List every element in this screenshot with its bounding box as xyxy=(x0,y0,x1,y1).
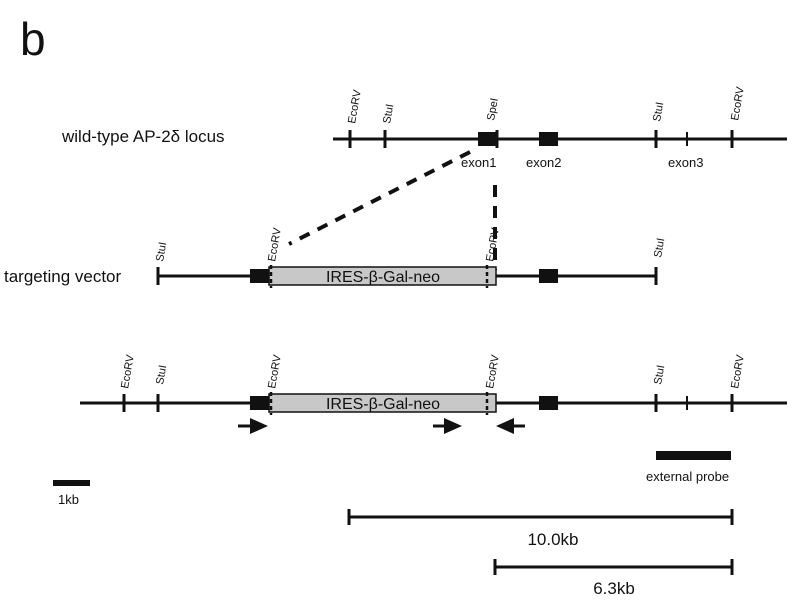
tv-stui-2-label: StuI xyxy=(652,237,667,258)
wt-stui-2-label: StuI xyxy=(651,101,666,122)
ta-cassette-label: IRES-β-Gal-neo xyxy=(326,396,440,413)
tv-cassette-box xyxy=(268,266,497,286)
primer-arrow-forward-2 xyxy=(433,418,462,434)
exon1-label: exon1 xyxy=(461,155,496,170)
primer-arrow-reverse xyxy=(496,418,525,434)
scale-bar xyxy=(53,480,90,486)
primer-arrows xyxy=(238,418,525,434)
ta-cassette-box xyxy=(268,393,497,413)
exon3-label: exon3 xyxy=(668,155,703,170)
homology-dash-left xyxy=(288,150,471,246)
fragment-10kb: 10.0kb xyxy=(347,509,734,549)
wt-spei-label: SpeI xyxy=(485,97,501,121)
wild-type-label: wild-type AP-2δ locus xyxy=(61,127,225,146)
panel-letter: b xyxy=(20,13,46,65)
external-probe-bar xyxy=(656,451,731,460)
wt-exon1-box xyxy=(478,132,496,146)
ta-stui-2-label: StuI xyxy=(652,364,667,385)
ta-exon1-fragment xyxy=(250,396,269,410)
targeting-vector: targeting vector IRES-β-Gal-neo StuI Eco… xyxy=(4,226,667,288)
tv-cassette-label: IRES-β-Gal-neo xyxy=(326,269,440,286)
external-probe-label: external probe xyxy=(646,469,729,484)
wild-type-locus: wild-type AP-2δ locus EcoRV StuI SpeI St… xyxy=(61,85,787,170)
tv-ecorv-1-label: EcoRV xyxy=(266,226,284,262)
tv-exon1-fragment xyxy=(250,269,269,283)
tv-stui-1-label: StuI xyxy=(154,241,169,262)
wt-ecorv-1-label: EcoRV xyxy=(346,88,364,124)
targeted-allele: IRES-β-Gal-neo EcoRV StuI EcoRV EcoRV St… xyxy=(80,353,787,415)
ta-ecorv-2-label: EcoRV xyxy=(266,353,284,389)
ta-stui-1-label: StuI xyxy=(154,364,169,385)
ta-ecorv-3-label: EcoRV xyxy=(484,353,502,389)
exon2-label: exon2 xyxy=(526,155,561,170)
targeting-vector-label: targeting vector xyxy=(4,267,122,286)
fragment-6kb: 6.3kb xyxy=(493,559,734,598)
wt-exon2-box xyxy=(539,132,558,146)
fragment-10kb-label: 10.0kb xyxy=(527,530,578,549)
primer-arrow-forward-1 xyxy=(238,418,268,434)
scale-bar-label: 1kb xyxy=(58,492,79,507)
tv-ecorv-2-label: EcoRV xyxy=(484,226,502,262)
tv-exon2-box xyxy=(539,269,558,283)
wt-stui-1-label: StuI xyxy=(381,103,396,124)
wt-ecorv-2-label: EcoRV xyxy=(729,85,747,121)
ta-ecorv-4-label: EcoRV xyxy=(729,353,747,389)
ta-ecorv-1-label: EcoRV xyxy=(119,353,137,389)
ta-exon2-box xyxy=(539,396,558,410)
fragment-6kb-label: 6.3kb xyxy=(593,579,635,598)
